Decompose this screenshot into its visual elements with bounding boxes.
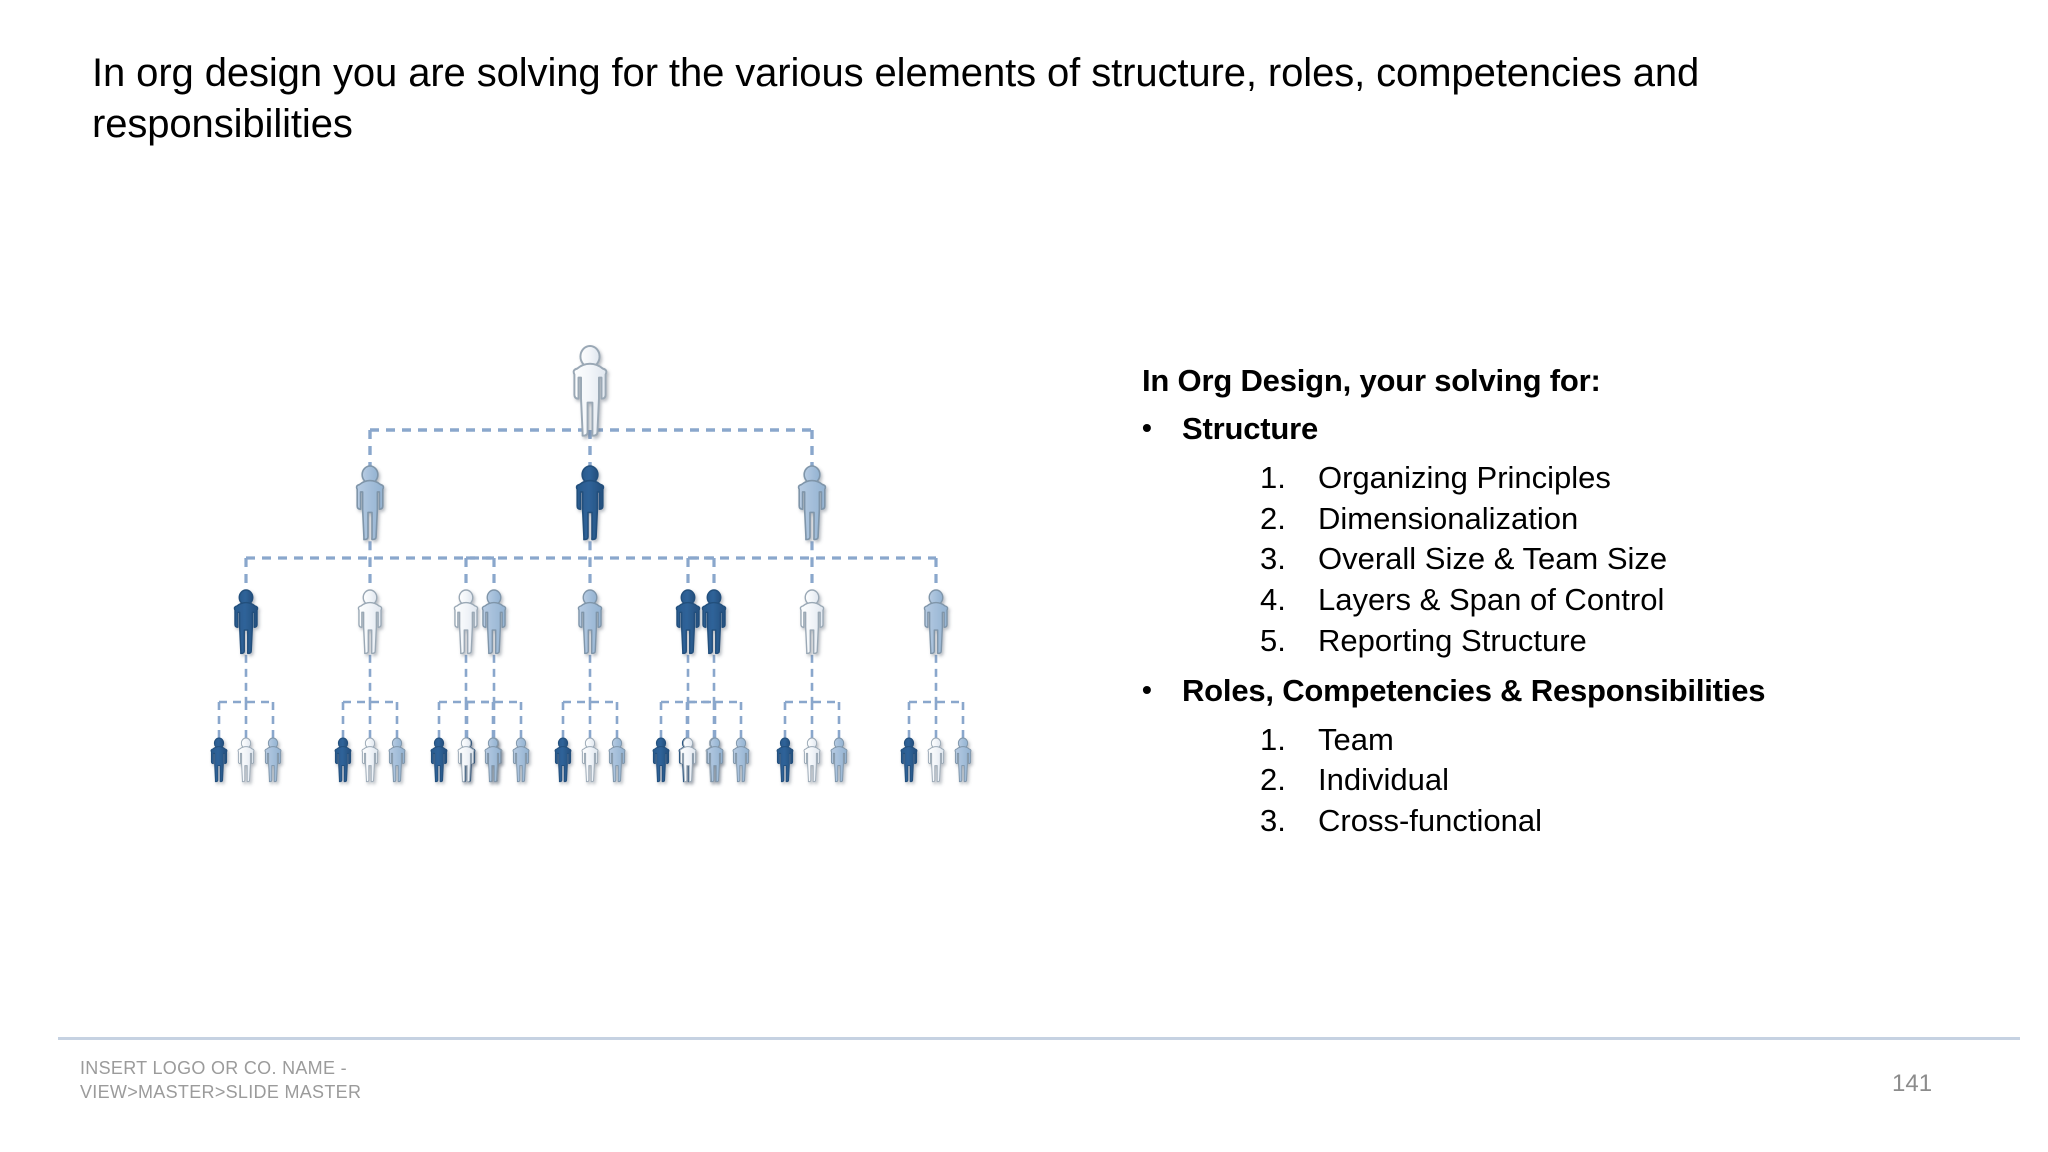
list-item-number: 3. — [1260, 541, 1286, 577]
solving-for-panel: In Org Design, your solving for: • Struct… — [1142, 365, 1942, 854]
org-node-l3-7 — [675, 589, 701, 655]
org-node-l4-3 — [264, 737, 282, 783]
list-item: 3. Overall Size & Team Size — [1142, 540, 1942, 578]
list-item: 2. Dimensionalization — [1142, 500, 1942, 538]
bullet-dot-icon: • — [1142, 673, 1152, 705]
org-chart-diagram — [120, 340, 1060, 900]
org-node-l4-24 — [830, 737, 848, 783]
footer-line-2: VIEW>MASTER>SLIDE MASTER — [80, 1081, 362, 1102]
org-node-l3-2 — [357, 589, 383, 655]
list-item: 1. Organizing Principles — [1142, 459, 1942, 497]
list-item-number: 2. — [1260, 762, 1286, 798]
org-node-l3-6 — [701, 589, 727, 655]
list-item: 2. Individual — [1142, 761, 1942, 799]
list-item-text: Team — [1318, 721, 1394, 757]
org-node-l4-12 — [484, 737, 502, 783]
figure-layer — [210, 345, 972, 783]
org-node-l4-23 — [803, 737, 821, 783]
list-item-number: 5. — [1260, 622, 1286, 658]
page-title: In org design you are solving for the va… — [92, 51, 1700, 147]
list-item-text: Reporting Structure — [1318, 622, 1587, 658]
org-node-l4-6 — [388, 737, 406, 783]
org-node-l3-9 — [923, 589, 949, 655]
org-node-l3-5 — [577, 589, 603, 655]
list-item: 4. Layers & Span of Control — [1142, 581, 1942, 619]
list-item-text: Cross-functional — [1318, 803, 1542, 839]
org-node-l4-15 — [608, 737, 626, 783]
numbered-list-2: 1. Team 2. Individual 3. Cross-functional — [1142, 721, 1942, 840]
org-node-root — [572, 345, 608, 437]
list-item-number: 1. — [1260, 721, 1286, 757]
panel-bullet-2: • Roles, Competencies & Responsibilities — [1142, 672, 1942, 709]
bullet-label: Structure — [1182, 411, 1319, 446]
org-node-l2-3 — [797, 465, 827, 541]
list-item-text: Layers & Span of Control — [1318, 582, 1665, 618]
footer-placeholder-text: INSERT LOGO OR CO. NAME - VIEW>MASTER>SL… — [80, 1057, 361, 1105]
numbered-list-1: 1. Organizing Principles 2. Dimensionalizat… — [1142, 459, 1942, 660]
list-item-text: Organizing Principles — [1318, 459, 1611, 495]
org-node-l4-18 — [732, 737, 750, 783]
org-node-l3-1 — [233, 589, 259, 655]
bullet-label: Roles, Competencies & Responsibilities — [1182, 672, 1766, 708]
footer-divider — [58, 1037, 2020, 1040]
org-node-l4-4 — [334, 737, 352, 783]
list-item-text: Individual — [1318, 762, 1449, 798]
org-node-l4-10 — [430, 737, 448, 783]
footer-line-1: INSERT LOGO OR CO. NAME - — [80, 1058, 347, 1078]
org-node-l4-1 — [210, 737, 228, 783]
org-node-l3-3 — [481, 589, 507, 655]
panel-sections: • Structure 1. Organizing Principles 2. Dimen… — [1142, 411, 1942, 840]
org-node-l4-2 — [237, 737, 255, 783]
list-item-text: Dimensionalization — [1318, 500, 1579, 536]
list-item: 5. Reporting Structure — [1142, 622, 1942, 660]
list-item-number: 2. — [1260, 500, 1286, 536]
org-node-l4-9 — [512, 737, 530, 783]
org-node-l2-2 — [575, 465, 605, 541]
org-node-l4-5 — [361, 737, 379, 783]
list-item-text: Overall Size & Team Size — [1318, 541, 1668, 577]
list-item-number: 1. — [1260, 459, 1286, 495]
org-node-l4-11 — [457, 737, 475, 783]
list-item: 1. Team — [1142, 721, 1942, 759]
org-node-l2-1 — [355, 465, 385, 541]
connector-layer — [217, 428, 965, 738]
org-node-l4-22 — [776, 737, 794, 783]
bullet-dot-icon: • — [1142, 412, 1152, 443]
panel-bullet-1: • Structure — [1142, 411, 1942, 447]
list-item-number: 4. — [1260, 582, 1286, 618]
list-item: 3. Cross-functional — [1142, 802, 1942, 840]
org-node-l4-27 — [954, 737, 972, 783]
org-node-l3-8 — [799, 589, 825, 655]
panel-heading: In Org Design, your solving for: — [1142, 363, 1601, 398]
org-node-l4-20 — [679, 737, 697, 783]
org-node-l4-21 — [706, 737, 724, 783]
org-node-l4-25 — [900, 737, 918, 783]
list-item-number: 3. — [1260, 803, 1286, 839]
org-node-l3-4 — [453, 589, 479, 655]
org-chart-svg — [210, 345, 972, 783]
org-node-l4-13 — [554, 737, 572, 783]
org-node-l4-14 — [581, 737, 599, 783]
page-number: 141 — [1892, 1070, 1933, 1097]
org-node-l4-19 — [652, 737, 670, 783]
org-node-l4-26 — [927, 737, 945, 783]
